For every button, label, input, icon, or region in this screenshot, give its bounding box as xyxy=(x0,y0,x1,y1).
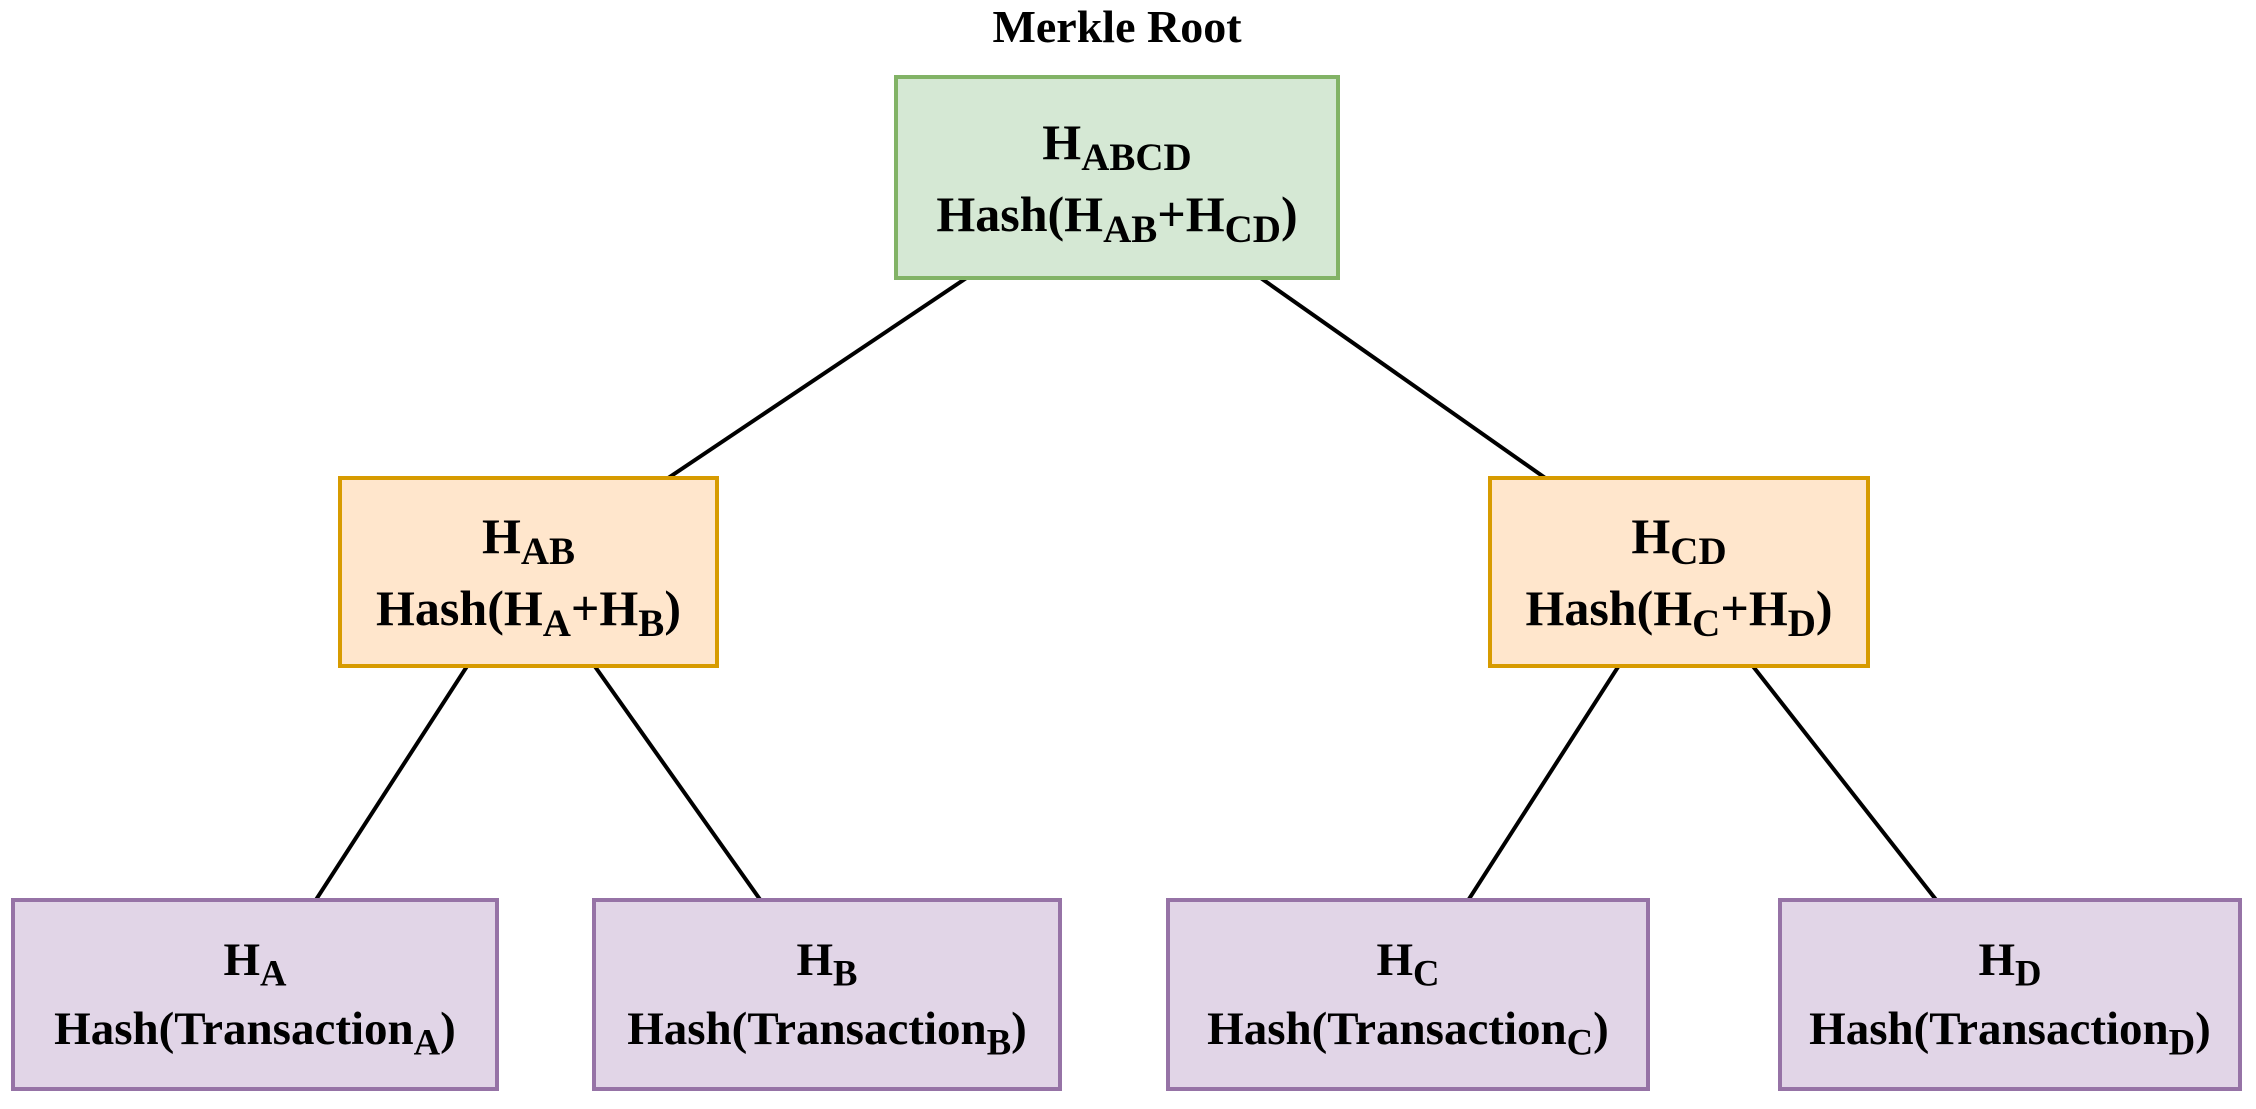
node-branch-hab: HAB Hash(HA+HB) xyxy=(338,476,719,668)
node-label: HCD xyxy=(1631,508,1727,573)
node-branch-hcd: HCD Hash(HC+HD) xyxy=(1488,476,1870,668)
node-leaf-hc: HC Hash(TransactionC) xyxy=(1166,898,1650,1091)
node-label: HD xyxy=(1978,933,2042,993)
node-leaf-hb: HB Hash(TransactionB) xyxy=(592,898,1062,1091)
node-formula: Hash(TransactionB) xyxy=(627,1002,1027,1062)
node-formula: Hash(HA+HB) xyxy=(376,580,681,645)
node-formula: Hash(HC+HD) xyxy=(1525,580,1833,645)
node-label: HB xyxy=(796,933,858,993)
node-leaf-ha: HA Hash(TransactionA) xyxy=(11,898,499,1091)
diagram-title: Merkle Root xyxy=(992,1,1242,52)
node-label: HC xyxy=(1376,933,1440,993)
node-formula: Hash(TransactionD) xyxy=(1809,1002,2211,1062)
node-label: HAB xyxy=(481,508,576,573)
node-formula: Hash(TransactionA) xyxy=(54,1002,456,1062)
node-label: HABCD xyxy=(1042,113,1192,179)
node-formula: Hash(TransactionC) xyxy=(1207,1002,1609,1062)
node-label: HA xyxy=(223,933,287,993)
node-formula: Hash(HAB+HCD) xyxy=(936,185,1298,251)
node-merkle-root-habcd: HABCD Hash(HAB+HCD) xyxy=(894,75,1340,280)
node-leaf-hd: HD Hash(TransactionD) xyxy=(1778,898,2242,1091)
